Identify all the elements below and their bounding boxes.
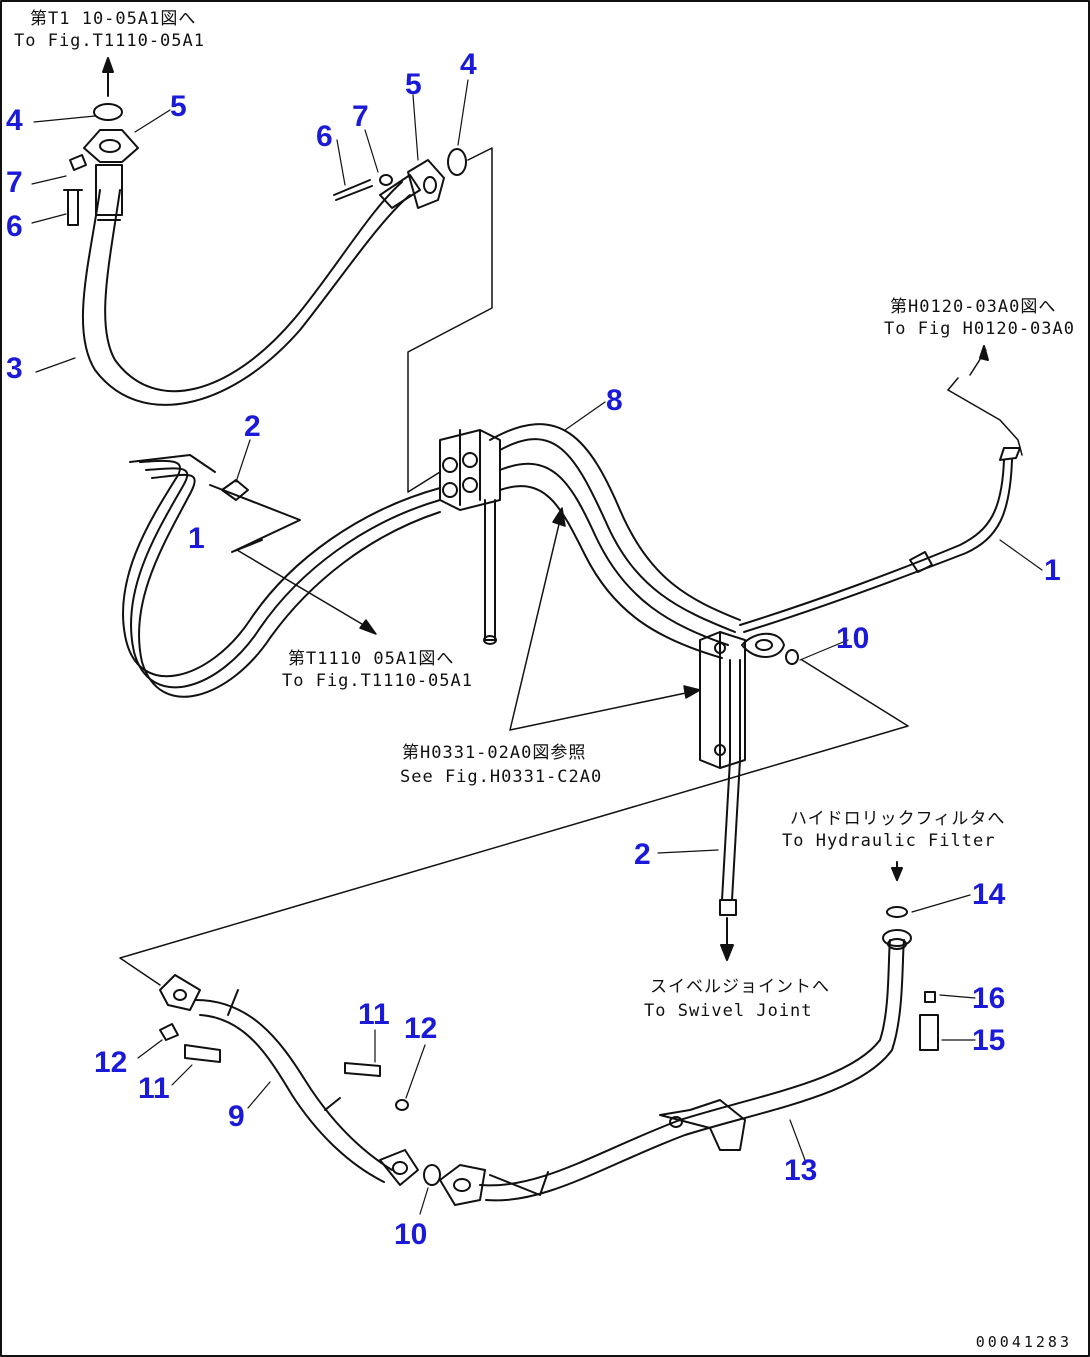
pipe-13: [439, 861, 939, 1206]
ref-swivel-joint-en: To Swivel Joint: [644, 1001, 813, 1021]
ref-middle-center-en: See Fig.H0331-C2A0: [400, 767, 603, 787]
document-number: 00041283: [975, 1333, 1072, 1351]
callout-2: 2: [634, 838, 651, 871]
callout-3: 3: [6, 352, 23, 385]
callout-4: 4: [460, 48, 477, 81]
callout-8: 8: [606, 384, 623, 417]
callout-14: 14: [972, 878, 1006, 911]
callout-11: 11: [358, 998, 390, 1031]
bracket: [699, 631, 799, 769]
ref-hydraulic-filter-en: To Hydraulic Filter: [782, 831, 996, 851]
callout-6: 6: [6, 210, 23, 243]
flange-top-left: [63, 103, 139, 226]
callout-9: 9: [228, 1100, 245, 1133]
callout-16: 16: [972, 982, 1006, 1015]
reference-arrows-center: [236, 507, 701, 731]
callout-12: 12: [94, 1046, 128, 1079]
callout-1: 1: [1044, 554, 1061, 587]
callout-12: 12: [404, 1012, 438, 1045]
callout-6: 6: [316, 120, 333, 153]
hose-8: [489, 423, 741, 659]
ref-hydraulic-filter-jp: ハイドロリックフィルタへ: [790, 809, 1006, 829]
callout-4: 4: [6, 104, 23, 137]
hoses-left-loop: [121, 454, 441, 698]
ref-top-left-en: To Fig.T1110-05A1: [14, 31, 205, 51]
ref-top-left-jp: 第T1 10-05A1図へ: [30, 9, 197, 29]
callout-10: 10: [836, 622, 870, 655]
bolts-lower-left: [159, 1023, 409, 1111]
hose-1-right: [739, 345, 1023, 633]
callout-2: 2: [244, 410, 261, 443]
callout-13: 13: [784, 1154, 818, 1187]
ref-top-right-en: To Fig H0120-03A0: [884, 319, 1075, 339]
callout-5: 5: [170, 90, 187, 123]
callout-15: 15: [972, 1024, 1006, 1057]
arrow-up: [102, 57, 114, 97]
hose-3: [81, 164, 421, 406]
hose-9: [159, 974, 441, 1186]
leader-lines: [31, 79, 1043, 1215]
clamp-2: [209, 479, 301, 553]
callout-1: 1: [188, 522, 205, 555]
callout-7: 7: [352, 100, 369, 133]
ref-middle-left-en: To Fig.T1110-05A1: [282, 671, 473, 691]
reference-lines-lower: [119, 659, 909, 986]
pipe-2-vertical: [719, 659, 741, 961]
ref-middle-center-jp: 第H0331-02A0図参照: [402, 743, 587, 763]
ref-middle-left-jp: 第T1110 05A1図へ: [288, 649, 455, 669]
callout-5: 5: [405, 68, 422, 101]
callout-7: 7: [6, 166, 23, 199]
ref-swivel-joint-jp: スイベルジョイントへ: [650, 977, 830, 997]
reference-lines-upper: [407, 147, 493, 493]
callout-10: 10: [394, 1218, 428, 1251]
fitting-cluster-upper: [333, 148, 467, 209]
ref-top-right-jp: 第H0120-03A0図へ: [890, 297, 1057, 317]
callout-11: 11: [138, 1072, 170, 1105]
valve-block: [439, 429, 501, 645]
